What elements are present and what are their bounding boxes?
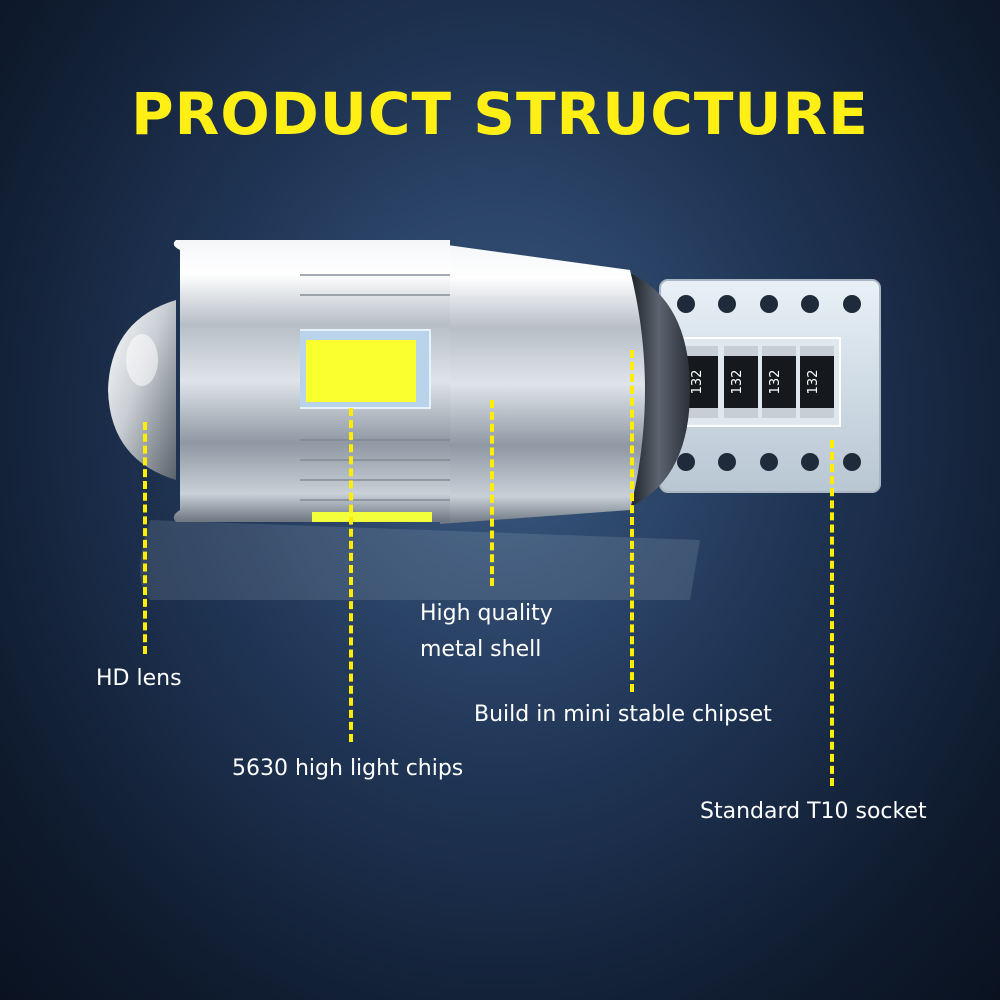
- page-title: PRODUCT STRUCTURE: [131, 80, 869, 148]
- pcb-socket: 132 132 132 132: [659, 279, 881, 493]
- metal-shell: [440, 244, 645, 524]
- socket-leader: [830, 440, 834, 786]
- resistor-chips: 132 132 132 132: [684, 346, 834, 418]
- chip-code: 132: [768, 370, 783, 395]
- chipset-label: Build in mini stable chipset: [474, 702, 772, 727]
- chip-code: 132: [690, 370, 705, 395]
- front-collar: [173, 240, 300, 522]
- chips-label: 5630 high light chips: [232, 756, 464, 781]
- shell-label-line2: metal shell: [420, 637, 542, 662]
- chipset-leader: [630, 350, 634, 692]
- neck-ring: [628, 272, 690, 508]
- hd-lens-leader: [143, 422, 147, 654]
- resistor-chip: 132: [800, 346, 834, 418]
- lens-dome: [108, 300, 176, 480]
- resistor-chip: 132: [724, 346, 758, 418]
- chips-leader: [349, 408, 353, 742]
- hd-lens-label: HD lens: [96, 666, 182, 691]
- pcb-holes: [677, 295, 861, 471]
- socket-label: Standard T10 socket: [700, 799, 927, 824]
- heatsink-body: [290, 240, 450, 522]
- led-chip-5630: [306, 340, 416, 402]
- chip-code: 132: [730, 370, 745, 395]
- chip-code: 132: [806, 370, 821, 395]
- shell-leader: [490, 400, 494, 586]
- resistor-chip: 132: [762, 346, 796, 418]
- shell-label-line1: High quality: [420, 601, 553, 626]
